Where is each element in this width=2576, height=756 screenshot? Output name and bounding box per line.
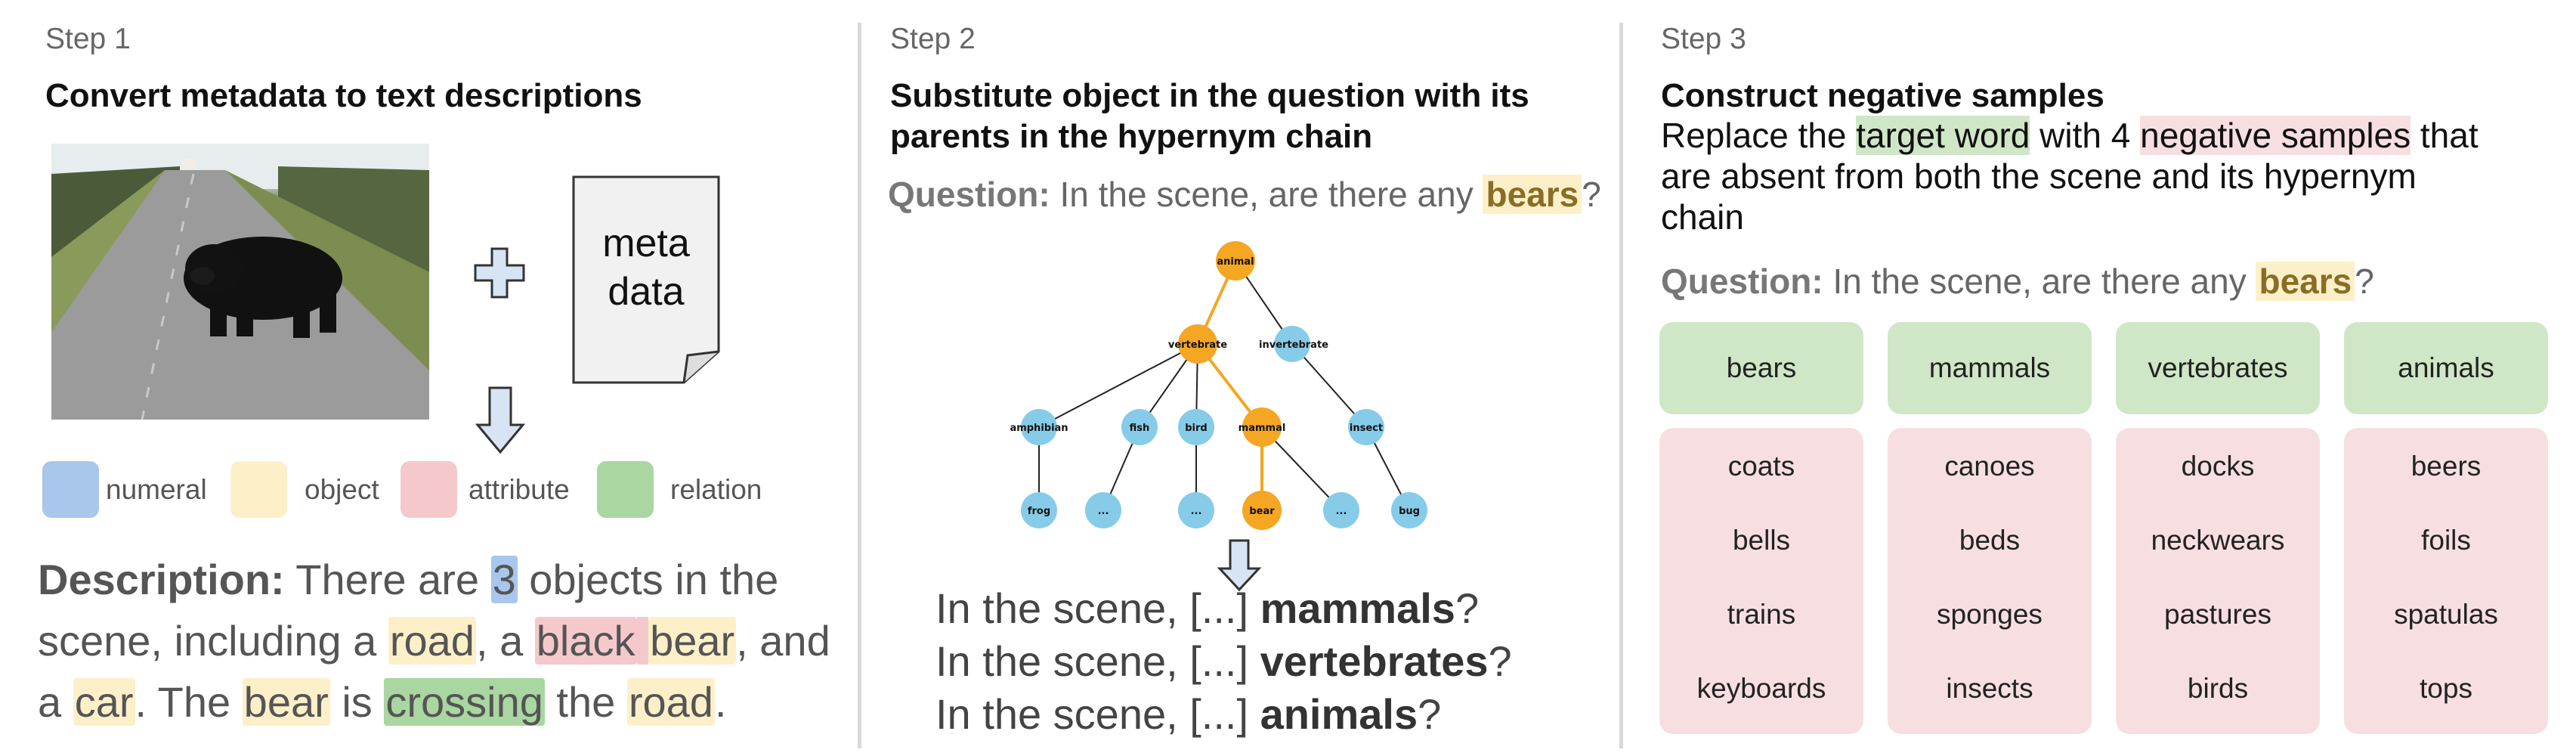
metadata-document-icon — [572, 175, 720, 384]
bear-crossing-road-photo — [51, 144, 429, 420]
legend-label-relation: relation — [670, 474, 762, 505]
step3-instructions: Replace the target word with 4 negative … — [1661, 116, 2479, 237]
tree-label-dots-2: ... — [1191, 506, 1202, 517]
doc-text-meta: meta — [602, 222, 690, 265]
description-text: Description: There are 3 objects in the … — [38, 556, 830, 726]
highlight-attribute-black: black — [534, 617, 637, 665]
highlight-object-road-2: road — [626, 678, 715, 726]
legend-label-attribute: attribute — [469, 474, 570, 505]
negative-box-animals: beers foils spatulas tops — [2344, 428, 2548, 734]
tree-node-mammal — [1242, 407, 1282, 447]
negative-samples-highlight: negative samples — [2140, 116, 2411, 155]
target-box-bears: bears — [1659, 322, 1863, 414]
tree-node-bear — [1242, 491, 1282, 530]
tree-node-frog — [1021, 492, 1057, 528]
tree-label-dots-1: ... — [1098, 506, 1109, 517]
target-box-mammals: mammals — [1888, 322, 2092, 414]
legend-swatch-relation — [597, 461, 654, 518]
negative-sample: beds — [1959, 525, 2021, 556]
legend-swatch-numeral — [42, 461, 99, 518]
legend-swatch-object — [230, 461, 287, 518]
tree-label-frog: frog — [1028, 506, 1050, 517]
tree-label-animal: animal — [1217, 256, 1254, 268]
question-word-bears: bears — [1486, 175, 1579, 214]
down-arrow-icon-2 — [1217, 539, 1262, 592]
substitution-vertebrates: In the scene, [...] vertebrates? — [935, 637, 1512, 685]
negative-sample: coats — [1727, 451, 1795, 482]
negative-sample: docks — [2181, 451, 2255, 482]
step1-label: Step 1 — [45, 23, 131, 55]
negative-sample: pastures — [2164, 599, 2271, 630]
substitution-mammals: In the scene, [...] mammals? — [935, 584, 1480, 632]
legend-swatch-attribute — [400, 461, 457, 518]
negative-sample: foils — [2421, 525, 2471, 556]
tree-label-bear: bear — [1249, 506, 1275, 517]
tree-label-bug: bug — [1399, 506, 1420, 517]
highlight-object-bear: bear — [648, 617, 737, 665]
step2-label: Step 2 — [890, 23, 976, 55]
step2-heading: Substitute object in the question with i… — [890, 77, 1529, 155]
highlight-object-bear-2: bear — [242, 678, 330, 726]
doc-text-data: data — [608, 270, 685, 314]
tree-node-dots-1 — [1085, 492, 1121, 528]
question-word-bears-3: bears — [2259, 262, 2352, 301]
step1-heading: Convert metadata to text descriptions — [45, 77, 642, 114]
step3-heading: Construct negative samples — [1661, 77, 2104, 114]
tree-label-invertebrate: invertebrate — [1259, 339, 1328, 351]
tree-node-bird — [1178, 409, 1214, 445]
target-word-highlight: target word — [1856, 116, 2030, 155]
divider-1 — [858, 23, 861, 748]
legend-label-object: object — [305, 474, 379, 505]
negative-sample: birds — [2187, 673, 2249, 704]
negative-sample: insects — [1946, 673, 2033, 704]
tree-node-dots-3 — [1323, 492, 1359, 528]
hypernym-tree: animal vertebrate invertebrate amphibian… — [1010, 241, 1427, 530]
step2-question: Question: In the scene, are there any be… — [888, 175, 1601, 214]
tree-node-vertebrate — [1178, 324, 1217, 364]
legend-label-numeral: numeral — [106, 474, 207, 505]
down-arrow-icon — [475, 386, 526, 454]
tree-label-amphibian: amphibian — [1010, 423, 1068, 434]
highlight-numeral: 3 — [490, 556, 518, 603]
negative-sample: neckwears — [2151, 525, 2285, 556]
step3-label: Step 3 — [1661, 23, 1746, 55]
tree-label-vertebrate: vertebrate — [1168, 339, 1227, 351]
plus-icon — [474, 247, 525, 299]
step3-question: Question: In the scene, are there any be… — [1661, 262, 2374, 301]
negative-sample: tops — [2420, 673, 2472, 704]
tree-node-bug — [1391, 492, 1427, 528]
tree-label-insect: insect — [1350, 423, 1383, 434]
negative-sample: spatulas — [2394, 599, 2498, 630]
target-box-vertebrates: vertebrates — [2116, 322, 2320, 414]
negative-sample: sponges — [1937, 599, 2043, 630]
negative-box-bears: coats bells trains keyboards — [1659, 428, 1863, 734]
tree-node-animal — [1216, 241, 1255, 280]
substitution-animals: In the scene, [...] animals? — [935, 690, 1442, 738]
highlight-relation-crossing: crossing — [384, 678, 545, 726]
negative-sample: canoes — [1944, 451, 2035, 482]
tree-label-mammal: mammal — [1239, 423, 1286, 434]
tree-label-bird: bird — [1185, 423, 1207, 434]
negative-box-mammals: canoes beds sponges insects — [1888, 428, 2092, 734]
photo-scene — [51, 144, 429, 420]
tree-node-fish — [1121, 409, 1158, 445]
highlight-object-car: car — [73, 678, 135, 726]
target-box-animals: animals — [2344, 322, 2548, 414]
negative-sample: keyboards — [1696, 673, 1826, 704]
description-prefix: Description: — [38, 556, 285, 603]
negative-sample: bells — [1732, 525, 1791, 556]
tree-node-invertebrate — [1274, 326, 1310, 362]
tree-node-dots-2 — [1178, 492, 1214, 528]
negative-box-vertebrates: docks neckwears pastures birds — [2116, 428, 2320, 734]
tree-label-dots-3: ... — [1336, 506, 1347, 517]
divider-2 — [1619, 23, 1623, 748]
negative-sample: beers — [2411, 451, 2482, 482]
tree-node-insect — [1348, 409, 1384, 445]
negative-sample: trains — [1727, 599, 1796, 630]
tree-label-fish: fish — [1130, 423, 1150, 434]
highlight-object-road: road — [388, 617, 476, 665]
tree-node-amphibian — [1021, 409, 1057, 445]
